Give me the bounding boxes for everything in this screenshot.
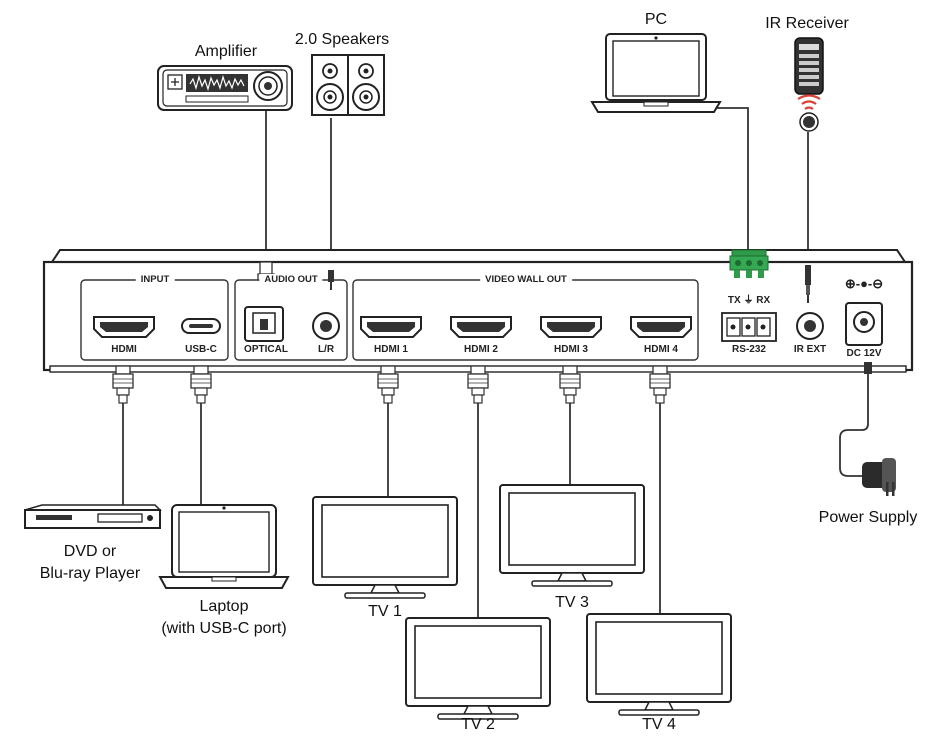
cable-power — [839, 374, 869, 477]
ir-signal-icon — [797, 94, 821, 110]
hdmi-input-port-label: HDMI — [111, 344, 137, 355]
rs232-pins-label: TX ⏚ RX — [727, 295, 771, 306]
hdmi-input-port — [93, 316, 155, 338]
dvd-label-line1: DVD or — [63, 543, 117, 560]
dvd-player-icon — [24, 504, 162, 529]
ir-receiver-label: IR Receiver — [765, 15, 849, 32]
tv4-label: TV 4 — [642, 716, 676, 733]
hdmi-plug-input — [112, 365, 134, 404]
hdmi3-port-label: HDMI 3 — [554, 344, 588, 355]
lr-cable-plug — [328, 270, 334, 290]
hdmi4-port-label: HDMI 4 — [644, 344, 678, 355]
amplifier-icon — [157, 65, 293, 111]
input-section-label: INPUT — [135, 274, 175, 285]
power-supply-label: Power Supply — [818, 509, 918, 526]
ir-receiver-eye-icon — [799, 112, 819, 132]
amplifier-label: Amplifier — [194, 43, 258, 60]
audio-out-section-label: AUDIO OUT — [259, 274, 323, 285]
hdmi-plug-usbc — [190, 365, 212, 404]
speakers-icon — [311, 54, 385, 116]
tv4-icon — [586, 613, 732, 716]
tv1-label: TV 1 — [368, 603, 402, 620]
hdmi3-port — [540, 316, 602, 338]
hdmi4-port — [630, 316, 692, 338]
pc-laptop-icon — [590, 33, 722, 113]
ir-ext-port — [796, 312, 824, 340]
tv2-icon — [405, 617, 551, 720]
lr-audio-port — [312, 312, 340, 340]
laptop-label-line1: Laptop — [199, 598, 249, 615]
hdmi-plug-4 — [649, 365, 671, 404]
hdmi-plug-3 — [559, 365, 581, 404]
laptop-icon — [158, 504, 290, 589]
rs232-port — [721, 312, 777, 342]
optical-port — [244, 306, 284, 342]
ir-ext-port-label: IR EXT — [793, 344, 827, 355]
dc-port-label: DC 12V — [846, 348, 882, 359]
hdmi-plug-2 — [467, 365, 489, 404]
hdmi1-port-label: HDMI 1 — [374, 344, 408, 355]
usbc-port-label: USB-C — [185, 344, 217, 355]
optical-port-label: OPTICAL — [244, 344, 288, 355]
ir-cable-plug — [805, 265, 811, 303]
power-adapter-icon — [862, 458, 896, 496]
rs232-terminal-block — [729, 249, 769, 278]
dc-plug — [864, 362, 872, 374]
usbc-port — [181, 318, 221, 334]
tv1-icon — [312, 496, 458, 599]
video-wall-section-label: VIDEO WALL OUT — [480, 274, 572, 285]
hdmi2-port-label: HDMI 2 — [464, 344, 498, 355]
rs232-port-label: RS-232 — [732, 344, 766, 355]
speakers-label: 2.0 Speakers — [294, 31, 390, 48]
dc-polarity-icon: ⊕-●-⊖ — [844, 276, 884, 291]
hdmi1-port — [360, 316, 422, 338]
cable-pc — [708, 107, 749, 250]
tv3-icon — [499, 484, 645, 587]
dvd-label-line2: Blu-ray Player — [39, 565, 141, 582]
tv2-label: TV 2 — [461, 716, 495, 733]
dc-power-port — [845, 302, 883, 346]
hdmi-plug-1 — [377, 365, 399, 404]
pc-label: PC — [644, 11, 668, 28]
lr-port-label: L/R — [317, 344, 335, 355]
hdmi2-port — [450, 316, 512, 338]
ir-remote-icon — [794, 37, 824, 95]
laptop-label-line2: (with USB-C port) — [161, 620, 287, 637]
tv3-label: TV 3 — [555, 594, 589, 611]
